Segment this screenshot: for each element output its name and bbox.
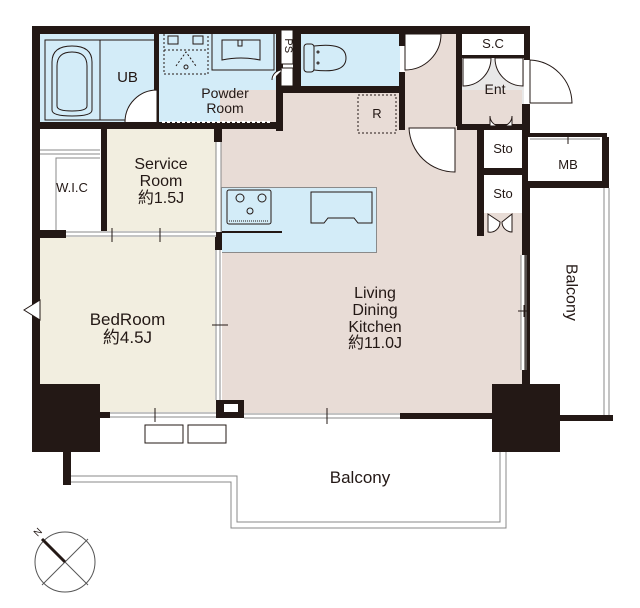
label-balcony-side: Balcony [562, 263, 580, 321]
label-ldk-line1: Living [354, 285, 396, 302]
column-bottom-right [492, 384, 560, 452]
balcony-railing [71, 452, 507, 529]
column-bottom-left [32, 384, 100, 452]
wall-bedroom-bottom-left [98, 412, 110, 418]
label-service-room: Service Room 約1.5J [106, 156, 216, 207]
bedroom [38, 237, 216, 387]
label-powder-room: Powder Room [180, 86, 270, 115]
label-ldk: Living Dining Kitchen 約11.0J [320, 285, 430, 353]
wall-mb-bottom [527, 181, 609, 188]
wall-service-bottom [32, 230, 66, 238]
label-bedroom-name: BedRoom [89, 310, 166, 329]
wall-bedroom-right [215, 232, 222, 250]
wall-entrance-right2 [522, 104, 530, 404]
wall-balcony-side-bottom [558, 415, 613, 421]
label-service-size: 約1.5J [137, 189, 185, 207]
storage-doors [487, 115, 513, 233]
wall-hall-right [456, 26, 462, 126]
wall-entrance-right [524, 26, 530, 60]
label-ps: PS [281, 38, 294, 54]
wall-ldk-bottom-right [400, 413, 495, 419]
label-powder-line1: Powder [201, 85, 249, 101]
wall-ps-right [293, 26, 301, 91]
label-sc: S.C [482, 36, 504, 51]
wall-left [32, 26, 40, 386]
wall-under-toilet [282, 86, 402, 93]
shoe-cabinet-doors [462, 57, 524, 87]
bedroom-lower [98, 385, 216, 415]
wall-under-ub [32, 122, 282, 129]
toilet-icon [303, 43, 347, 73]
label-refrigerator: R [372, 106, 382, 121]
vanity-sink-icon [211, 31, 275, 71]
label-bedroom: BedRoom 約4.5J [60, 311, 195, 347]
ldk-door-swing [408, 127, 456, 173]
wall-mb-top [527, 133, 607, 137]
ac-outdoor-units [144, 424, 227, 444]
kitchen-sink-icon [310, 191, 373, 224]
label-balcony-bottom: Balcony [329, 468, 391, 487]
label-meter-box: MB [558, 157, 578, 172]
label-powder-line2: Room [206, 99, 244, 116]
wall-service-right [214, 124, 222, 142]
label-storage-1: Sto [493, 141, 513, 156]
ub-door-swing [124, 89, 158, 123]
stove-icon [226, 189, 272, 225]
compass-icon [34, 531, 96, 593]
label-ldk-size: 約11.0J [348, 335, 402, 353]
label-bedroom-size: 約4.5J [102, 327, 153, 347]
ps-box [280, 29, 294, 65]
label-ent: Ent [484, 81, 506, 97]
wall-sto-top [457, 124, 527, 130]
front-door-swing [529, 59, 573, 104]
label-ldk-line3: Kitchen [348, 318, 402, 336]
window-sill [224, 404, 238, 412]
toilet [300, 33, 400, 88]
service-room [106, 129, 216, 232]
label-ldk-line2: Dining [352, 301, 398, 319]
label-service-line2: Room [139, 172, 183, 190]
refrigerator-space [357, 94, 397, 134]
label-service-line1: Service [134, 156, 188, 173]
wall-sto-divider [477, 168, 527, 175]
wall-wic-service [101, 129, 107, 235]
washing-machine-icon [163, 31, 209, 75]
wall-toilet-right2 [399, 72, 405, 130]
column-stub-left [63, 450, 71, 485]
wall-powder-right [276, 26, 283, 131]
wall-toilet-right [399, 26, 405, 46]
label-ub: UB [117, 69, 138, 86]
kitchen-counter [221, 187, 377, 253]
wall-ub-powder [154, 26, 159, 126]
label-storage-2: Sto [493, 186, 513, 201]
toilet-door-swing [404, 33, 442, 71]
wall-mb-right [602, 137, 609, 187]
wall-sc-bottom [456, 54, 526, 58]
wall-sto-left [477, 124, 484, 236]
label-wic: W.I.C [56, 180, 88, 195]
